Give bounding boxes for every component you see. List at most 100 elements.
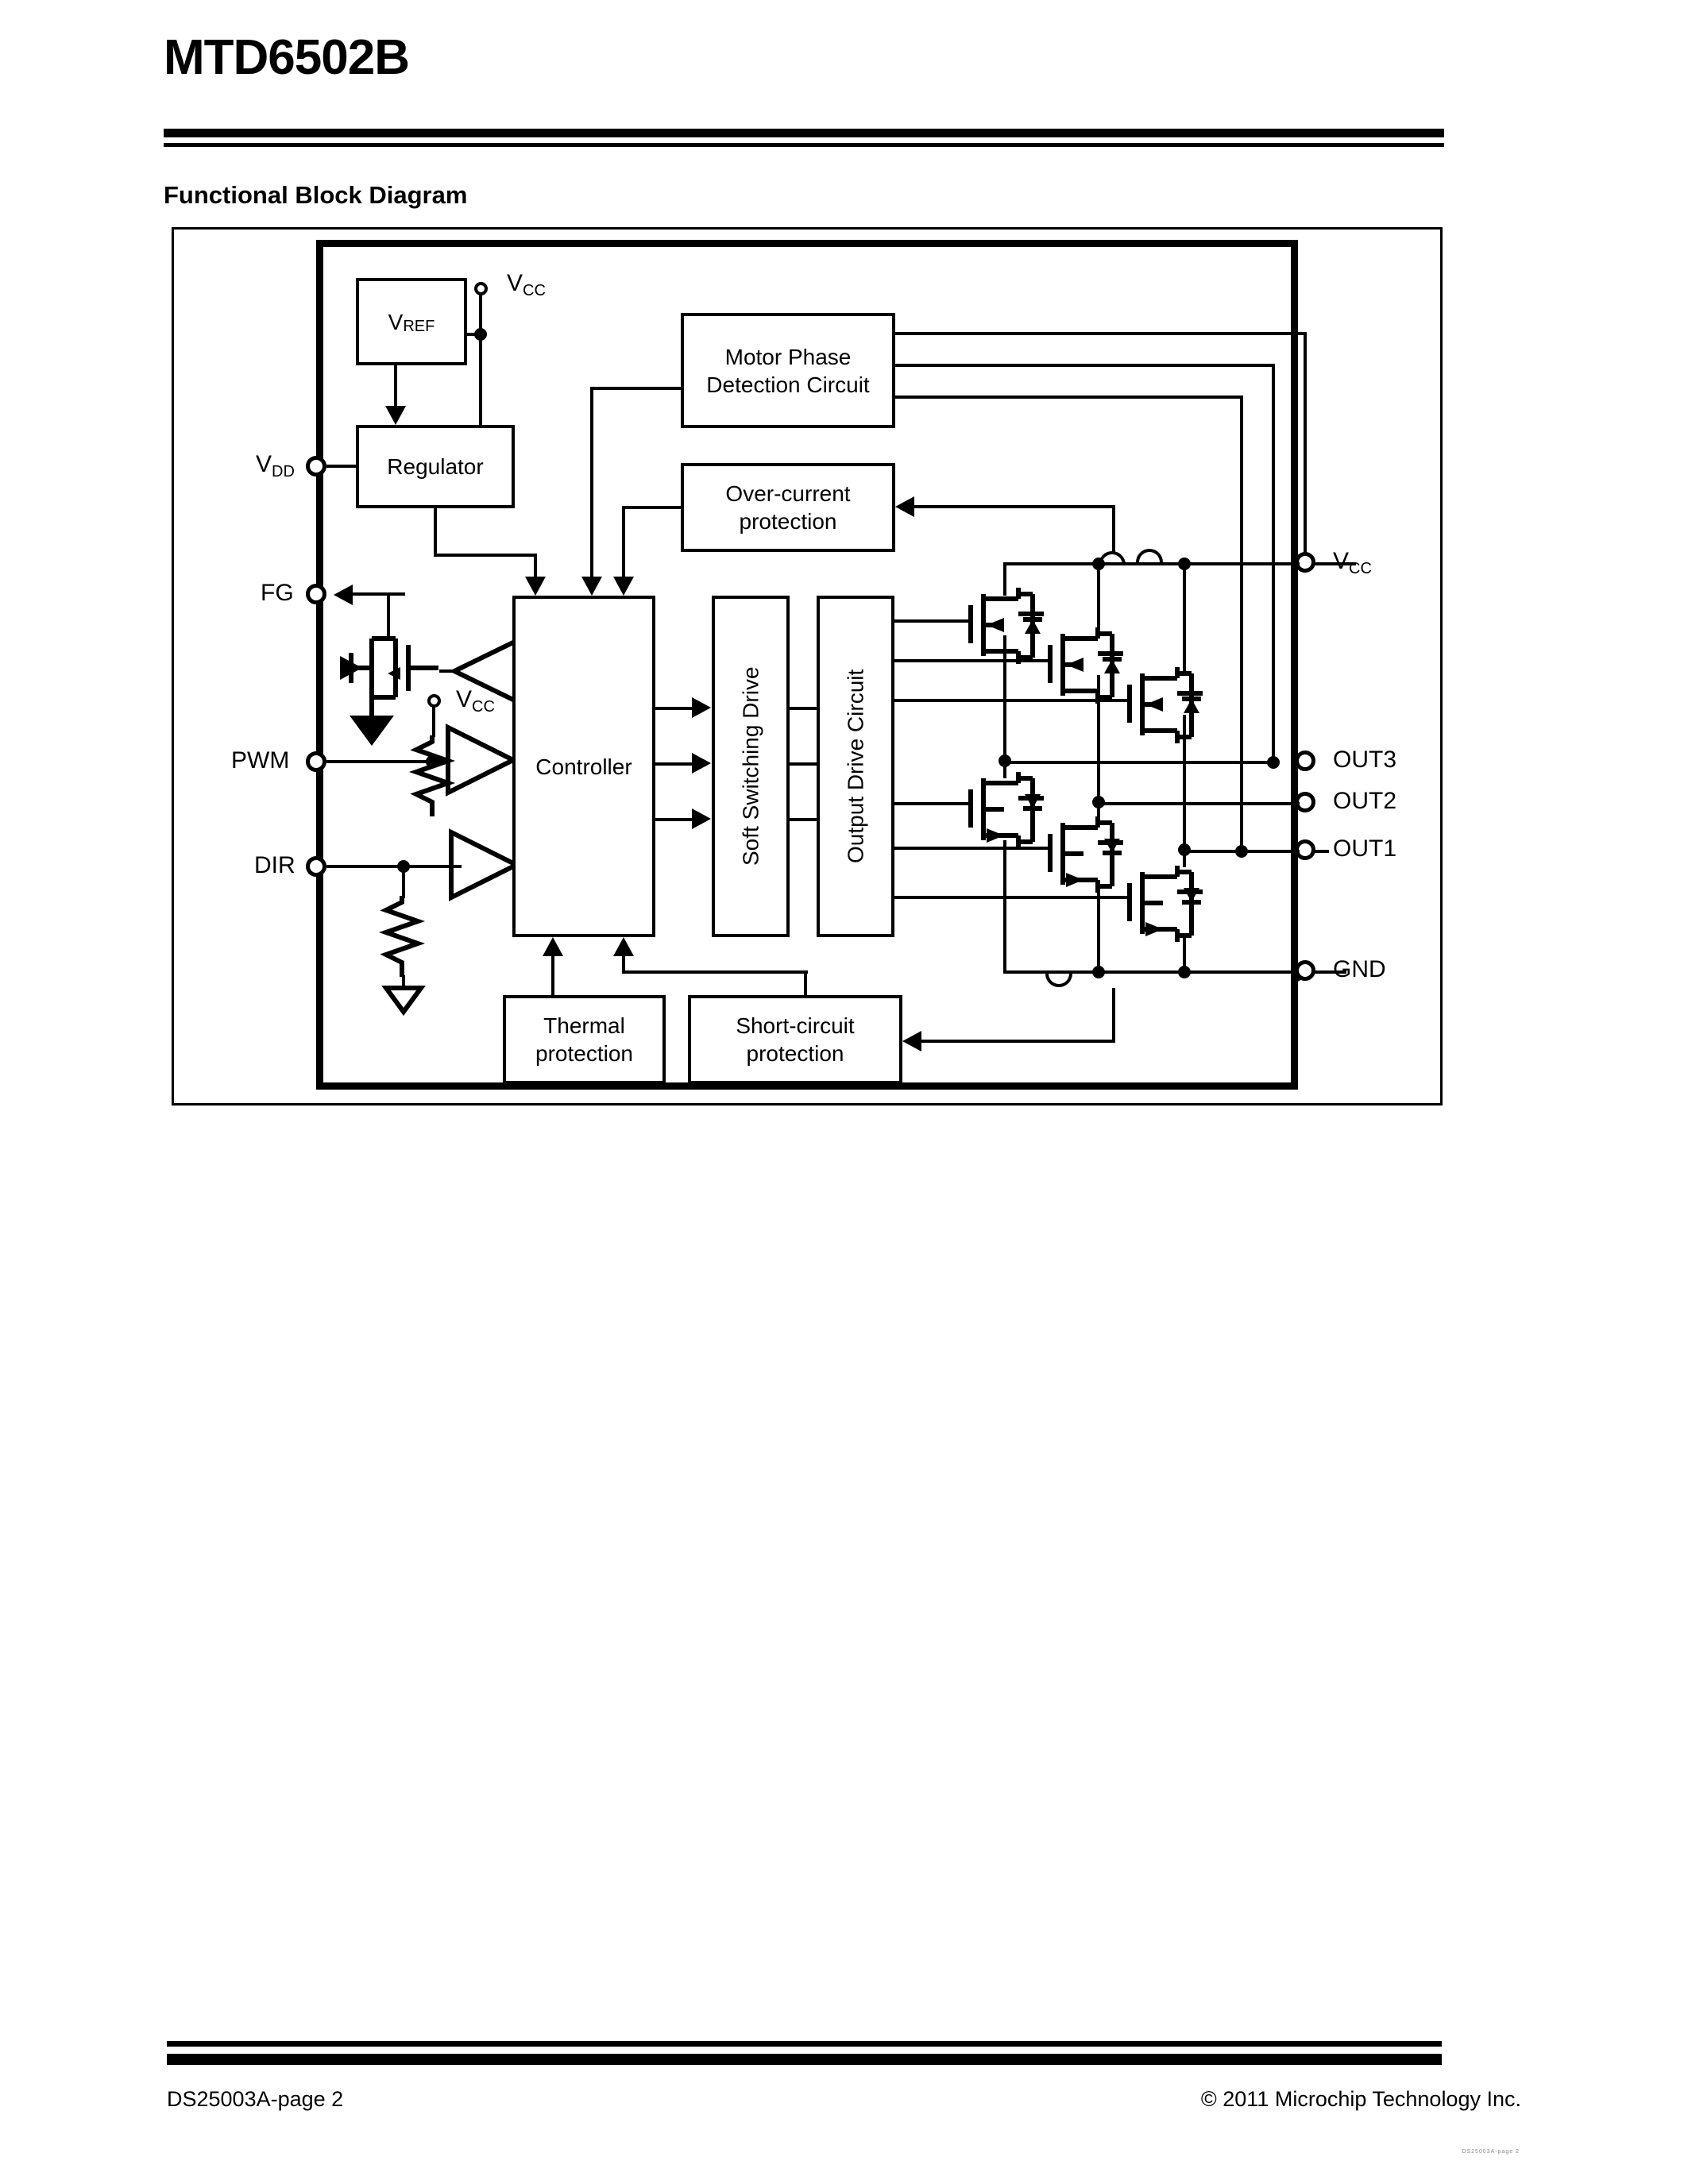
pin-out3[interactable] bbox=[1295, 751, 1315, 771]
resistor-pwm-pullup bbox=[408, 735, 456, 816]
wire-gate-ls3 bbox=[894, 896, 1130, 899]
label-gnd: GND bbox=[1333, 956, 1386, 982]
wire-sense3-h bbox=[892, 396, 1243, 399]
wire-gate-hs2 bbox=[894, 659, 1050, 662]
node-phase1-out-join bbox=[1267, 756, 1280, 769]
pin-vcc-top[interactable] bbox=[474, 282, 488, 295]
rail-gnd-up-2 bbox=[1097, 885, 1100, 974]
pin-vdd[interactable] bbox=[306, 456, 326, 477]
block-motor-phase-line2: Detection Circuit bbox=[706, 372, 870, 397]
wire-short-up-1 bbox=[804, 970, 807, 997]
wire-short-to-ctrl-v bbox=[622, 956, 625, 974]
wire-ssd-odc-3 bbox=[790, 818, 828, 821]
rail-gnd bbox=[1003, 970, 1346, 974]
wire-gate-ls1 bbox=[894, 802, 971, 805]
label-out1: OUT1 bbox=[1333, 835, 1397, 862]
footer-copyright: © 2011 Microchip Technology Inc. bbox=[1200, 2087, 1521, 2111]
label-vcc-top: VCC bbox=[507, 270, 546, 299]
wire-gate-hs1 bbox=[894, 619, 971, 623]
wire-phase1-mid bbox=[1003, 635, 1006, 778]
arrow-into-overcurrent bbox=[895, 496, 914, 517]
block-controller: Controller bbox=[512, 596, 655, 937]
block-overcurrent-line1: Over-current bbox=[725, 481, 851, 506]
block-thermal-protection: Thermal protection bbox=[503, 995, 666, 1084]
rail-gnd-up-1 bbox=[1003, 840, 1006, 974]
block-soft-switching-drive: Soft Switching Drive bbox=[712, 596, 790, 937]
wire-vdd-to-regulator bbox=[326, 465, 358, 468]
wire-oc-sense-down bbox=[1112, 505, 1115, 554]
block-regulator: Regulator bbox=[356, 425, 515, 508]
wire-fg-h bbox=[353, 592, 405, 596]
wire-out2-to-pin bbox=[1272, 802, 1300, 805]
wire-short-to-ctrl-h bbox=[622, 970, 808, 974]
wire-sense3-v bbox=[1240, 396, 1243, 848]
pin-dir[interactable] bbox=[306, 856, 326, 877]
wire-phase2-out bbox=[1097, 802, 1275, 805]
pin-gnd[interactable] bbox=[1295, 960, 1315, 981]
arrow-thermal-to-controller bbox=[543, 937, 563, 956]
pin-pwm[interactable] bbox=[306, 751, 326, 772]
wire-dir-h bbox=[326, 865, 462, 868]
wire-reg-out-h bbox=[434, 554, 537, 557]
label-out2: OUT2 bbox=[1333, 788, 1397, 814]
block-regulator-label: Regulator bbox=[387, 454, 484, 479]
block-thermal-line2: protection bbox=[535, 1041, 633, 1066]
wire-mpd-left-down bbox=[590, 387, 593, 581]
wire-vcc-into-regulator bbox=[479, 401, 482, 428]
block-short-line2: protection bbox=[746, 1041, 844, 1066]
pin-fg[interactable] bbox=[306, 584, 326, 604]
wire-sense1-h bbox=[892, 332, 1307, 335]
wire-ctrl-ssd-2 bbox=[655, 762, 698, 766]
arrow-oc-to-controller bbox=[613, 577, 634, 596]
wire-reg-out-v1 bbox=[434, 508, 437, 557]
page-title: MTD6502B bbox=[164, 30, 410, 85]
rail-vcc-drop-2 bbox=[1097, 562, 1100, 635]
pin-vcc-pwm[interactable] bbox=[427, 694, 441, 708]
wire-phase1-out bbox=[1003, 761, 1277, 764]
section-heading: Functional Block Diagram bbox=[164, 181, 468, 209]
block-motor-phase-detection: Motor Phase Detection Circuit bbox=[681, 313, 895, 428]
wire-dir-pd-v bbox=[402, 865, 405, 898]
resistor-dir-pulldown bbox=[378, 896, 426, 977]
mosfet-fg bbox=[340, 636, 438, 716]
wire-pwm-h bbox=[326, 760, 442, 763]
label-vdd: VDD bbox=[256, 451, 295, 480]
arrow-to-fg-pin bbox=[334, 585, 353, 605]
wire-sense2-h bbox=[892, 364, 1275, 367]
mosfet-high-side-3 bbox=[1127, 667, 1203, 743]
label-vcc-pwm: VCC bbox=[456, 686, 495, 716]
footer-rule-thick bbox=[167, 2054, 1442, 2065]
wire-gate-hs3 bbox=[894, 699, 1130, 702]
block-vref-sub: REF bbox=[403, 317, 435, 335]
block-short-line1: Short-circuit bbox=[736, 1013, 855, 1038]
wire-vcc-top-vert bbox=[479, 295, 482, 401]
arrow-ctrl-ssd-2 bbox=[692, 753, 711, 774]
rail-vcc-drop-1 bbox=[1003, 562, 1006, 596]
footer-micro-code: DS25003A-page 2 bbox=[1462, 2149, 1520, 2155]
wire-buf-fg-out bbox=[439, 669, 457, 673]
wire-ssd-odc-1 bbox=[790, 707, 828, 710]
mosfet-low-side-1 bbox=[968, 772, 1044, 848]
wire-ctrl-ssd-3 bbox=[655, 818, 698, 821]
wire-dir-pd-gnd bbox=[402, 975, 405, 988]
wire-short-sense-h bbox=[921, 1040, 1115, 1043]
wire-thermal-to-controller bbox=[551, 956, 554, 996]
block-vref-label: V bbox=[388, 309, 404, 334]
wire-vref-to-regulator bbox=[394, 365, 397, 411]
label-pwm: PWM bbox=[231, 747, 290, 774]
wire-gate-ls2 bbox=[894, 847, 1050, 850]
block-odc-label: Output Drive Circuit bbox=[843, 669, 868, 864]
node-pwm-pullup bbox=[426, 755, 438, 768]
wire-oc-left-down bbox=[622, 506, 625, 581]
block-output-drive-circuit: Output Drive Circuit bbox=[817, 596, 894, 937]
wire-phase2-mid bbox=[1097, 675, 1100, 818]
footer-rule-thin bbox=[167, 2041, 1442, 2047]
node-vcc-vref bbox=[474, 328, 487, 341]
block-controller-label: Controller bbox=[535, 754, 632, 779]
arrow-mpd-to-controller bbox=[581, 577, 602, 596]
block-motor-phase-line1: Motor Phase bbox=[724, 344, 852, 369]
block-ssd-label: Soft Switching Drive bbox=[738, 666, 763, 866]
arrow-ctrl-ssd-3 bbox=[692, 808, 711, 829]
